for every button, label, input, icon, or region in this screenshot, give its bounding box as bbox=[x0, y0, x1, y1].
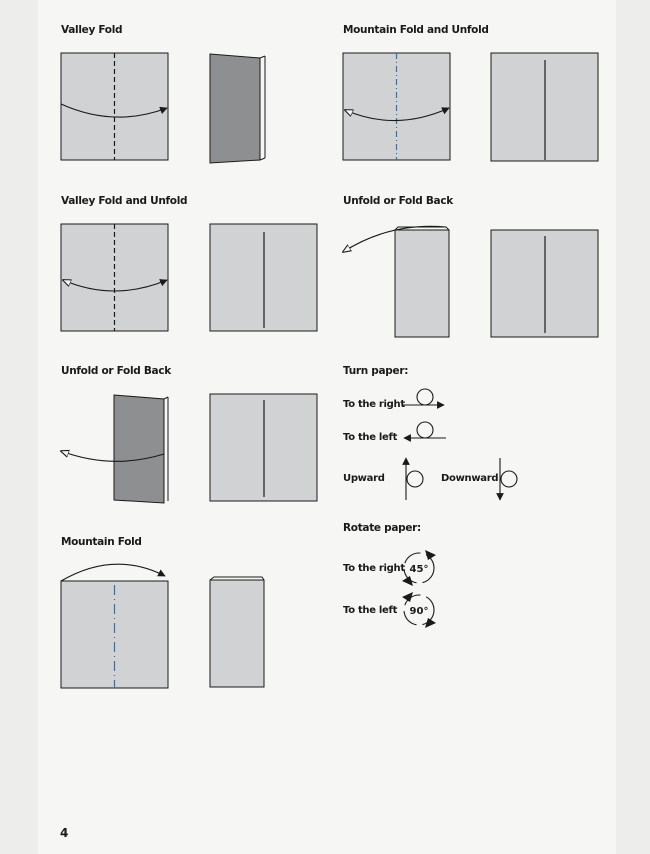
fold-unfold-arrow bbox=[63, 280, 167, 292]
fold-arrow bbox=[60, 103, 168, 118]
unfold-arrow bbox=[61, 451, 165, 462]
rotate-right-icon bbox=[402, 550, 436, 586]
mountain-fold-result bbox=[209, 576, 265, 688]
mountain-fold-diagram bbox=[60, 563, 169, 689]
unfold-fold-back-result-left bbox=[209, 393, 318, 502]
valley-fold-result bbox=[209, 53, 266, 164]
unfold-fold-back-result-right bbox=[490, 229, 599, 338]
unfold-fold-back-diagram-right bbox=[343, 225, 450, 338]
folded-paper bbox=[394, 229, 450, 338]
fold-unfold-arrow bbox=[345, 108, 449, 122]
mountain-fold-title: Mountain Fold bbox=[61, 536, 142, 548]
turn-downward-label: Downward bbox=[441, 473, 499, 484]
rotate-paper-title: Rotate paper: bbox=[343, 522, 421, 534]
turn-downward-icon bbox=[496, 458, 518, 501]
mountain-fold-unfold-result bbox=[490, 52, 599, 162]
valley-fold-title: Valley Fold bbox=[61, 24, 123, 36]
mountain-fold-unfold-title: Mountain Fold and Unfold bbox=[343, 24, 489, 36]
valley-fold-diagram bbox=[60, 52, 169, 161]
unfold-fold-back-title-left: Unfold or Fold Back bbox=[61, 365, 171, 377]
turn-left-icon bbox=[403, 421, 446, 442]
paper-square bbox=[60, 580, 169, 689]
folded-paper bbox=[113, 394, 165, 504]
valley-fold-unfold-result bbox=[209, 223, 318, 332]
rotate-right-label: To the right bbox=[343, 563, 405, 574]
valley-fold-unfold-diagram bbox=[60, 223, 169, 332]
turn-upward-label: Upward bbox=[343, 473, 385, 484]
turn-paper-title: Turn paper: bbox=[343, 365, 409, 377]
valley-fold-unfold-title: Valley Fold and Unfold bbox=[61, 195, 188, 207]
unfold-fold-back-diagram-left bbox=[61, 394, 169, 504]
fold-arrow bbox=[60, 563, 166, 582]
folded-paper bbox=[209, 579, 265, 688]
rotate-left-label: To the left bbox=[343, 605, 398, 616]
turn-left-label: To the left bbox=[343, 432, 398, 443]
folded-paper bbox=[209, 53, 261, 164]
turn-right-icon bbox=[402, 388, 445, 409]
mountain-fold-unfold-diagram bbox=[342, 52, 451, 161]
rotate-left-icon bbox=[402, 592, 436, 628]
rotate-angle-90: 90° bbox=[410, 606, 429, 617]
rotate-angle-45: 45° bbox=[410, 564, 429, 575]
unfold-fold-back-title-right: Unfold or Fold Back bbox=[343, 195, 453, 207]
turn-upward-icon bbox=[402, 457, 424, 500]
turn-right-label: To the right bbox=[343, 399, 405, 410]
page-number: 4 bbox=[60, 826, 69, 840]
unfold-arrow bbox=[343, 225, 447, 252]
